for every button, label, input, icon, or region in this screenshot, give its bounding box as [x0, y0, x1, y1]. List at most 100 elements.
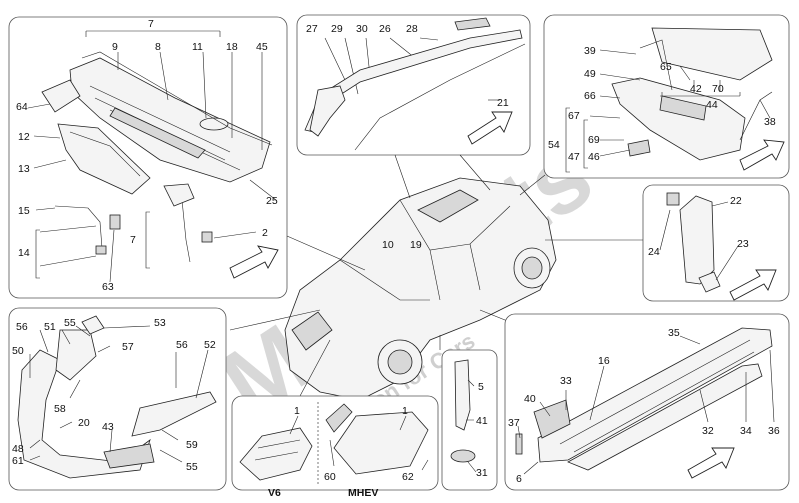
engine-cover-bracket [325, 403, 353, 433]
callout-number-38: 38 [764, 116, 776, 128]
callout-number-34: 34 [740, 425, 752, 437]
callout-number-45: 45 [256, 41, 268, 53]
drain-funnel [163, 183, 195, 207]
callout-number-8: 8 [155, 41, 161, 53]
callout-number-9: 9 [112, 41, 118, 53]
callout-number-56: 56 [176, 339, 188, 351]
pillar-pad [698, 271, 721, 293]
callout-number-46: 46 [588, 151, 600, 163]
callout-number-61: 61 [12, 455, 24, 467]
callout-number-30: 30 [356, 23, 368, 35]
callout-number-18: 18 [226, 41, 238, 53]
callout-number-6: 6 [516, 473, 522, 485]
callout-number-23: 23 [737, 238, 749, 250]
callout-number-62: 62 [402, 471, 414, 483]
callout-number-66: 66 [584, 90, 596, 102]
callout-number-10: 10 [382, 239, 394, 251]
callout-number-32: 32 [702, 425, 714, 437]
callout-number-42: 42 [690, 83, 702, 95]
callout-number-64: 64 [16, 101, 28, 113]
callout-number-65: 65 [660, 61, 672, 73]
car-sunroof [417, 189, 479, 223]
callout-number-29: 29 [331, 23, 343, 35]
callout-number-1: 1 [294, 405, 300, 417]
callout-number-63: 63 [102, 281, 114, 293]
callout-number-43: 43 [102, 421, 114, 433]
callout-number-33: 33 [560, 375, 572, 387]
car-illustration: 10 19 [229, 154, 643, 401]
callout-number-25: 25 [266, 195, 278, 207]
cowl-cap [199, 117, 229, 131]
sill-clip [515, 433, 523, 455]
underbody-bracket [55, 329, 97, 381]
rail-end-cap [454, 17, 491, 31]
callout-number-14: 14 [18, 247, 30, 259]
callouts-underbody: 56 51 55 53 50 57 58 20 43 48 61 56 52 5… [12, 317, 216, 473]
callout-number-12: 12 [18, 131, 30, 143]
callout-number-5: 5 [478, 381, 484, 393]
callout-number-70: 70 [712, 83, 724, 95]
callout-number-52: 52 [204, 339, 216, 351]
sill-bracket [533, 399, 571, 439]
spoiler-insert [659, 95, 707, 121]
pillar-trim [679, 195, 715, 285]
underbody-shield [131, 391, 217, 437]
callout-number-20: 20 [78, 417, 90, 429]
pillar-clip [666, 192, 680, 206]
callout-number-49: 49 [584, 68, 596, 80]
callout-number-51: 51 [44, 321, 56, 333]
callouts-pillar: 22 24 23 [648, 195, 749, 258]
callout-number-60: 60 [324, 471, 336, 483]
callout-number-7: 7 [130, 234, 136, 246]
label-v6: V6 [268, 487, 281, 499]
callout-number-22: 22 [730, 195, 742, 207]
bracket-64 [41, 79, 81, 113]
cowl-panel [69, 57, 271, 183]
callout-number-55: 55 [64, 317, 76, 329]
callout-number-2: 2 [262, 227, 268, 239]
callouts-engine-covers: 1 60 1 62 [294, 405, 414, 483]
callout-number-48: 48 [12, 443, 24, 455]
callouts-side-sills: 35 16 33 40 37 32 34 36 6 [508, 327, 780, 485]
callout-number-16: 16 [598, 355, 610, 367]
panel-spoiler: 39 49 66 65 42 70 44 38 67 54 47 69 46 [543, 14, 790, 179]
front-arrow-icon-3 [729, 269, 777, 301]
panel-cowl: 7 9 8 11 18 45 64 12 13 15 14 63 7 2 25 [8, 16, 288, 299]
hose-connector [95, 245, 107, 255]
callout-number-36: 36 [768, 425, 780, 437]
bracket-13 [57, 123, 151, 195]
callout-number-56: 56 [16, 321, 28, 333]
callout-number-24: 24 [648, 246, 660, 258]
callout-number-39: 39 [584, 45, 596, 57]
clip-2 [201, 231, 213, 243]
callout-number-57: 57 [122, 341, 134, 353]
callout-number-1: 1 [402, 405, 408, 417]
side-sill-outer [537, 327, 773, 463]
callout-number-15: 15 [18, 205, 30, 217]
front-arrow-icon [229, 245, 279, 279]
callout-number-28: 28 [406, 23, 418, 35]
callout-number-58: 58 [54, 403, 66, 415]
callouts-car: 10 19 [382, 239, 422, 251]
panel-roof-rails: 27 29 30 26 28 21 [296, 14, 531, 156]
underbody-plate [103, 443, 155, 469]
callout-number-26: 26 [379, 23, 391, 35]
callout-number-31: 31 [476, 467, 488, 479]
callouts-cowl: 7 9 8 11 18 45 64 12 13 15 14 63 7 2 25 [16, 18, 278, 293]
front-arrow-icon-4 [687, 447, 735, 479]
panel-engine-covers: 1 60 1 62 V6 MHEV [231, 395, 439, 499]
trim-badge [450, 449, 476, 463]
callout-number-37: 37 [508, 417, 520, 429]
callouts-roof-rails: 27 29 30 26 28 21 [306, 23, 509, 109]
callouts-spoiler: 39 49 66 65 42 70 44 38 67 54 47 69 46 [548, 45, 776, 163]
callout-number-59: 59 [186, 439, 198, 451]
callout-number-19: 19 [410, 239, 422, 251]
spoiler-main [611, 77, 746, 161]
callout-number-40: 40 [524, 393, 536, 405]
label-mhev: MHEV [348, 487, 378, 499]
callouts-small-trims: 5 41 31 [476, 381, 488, 479]
callout-number-35: 35 [668, 327, 680, 339]
callout-number-54: 54 [548, 139, 560, 151]
callout-number-13: 13 [18, 163, 30, 175]
